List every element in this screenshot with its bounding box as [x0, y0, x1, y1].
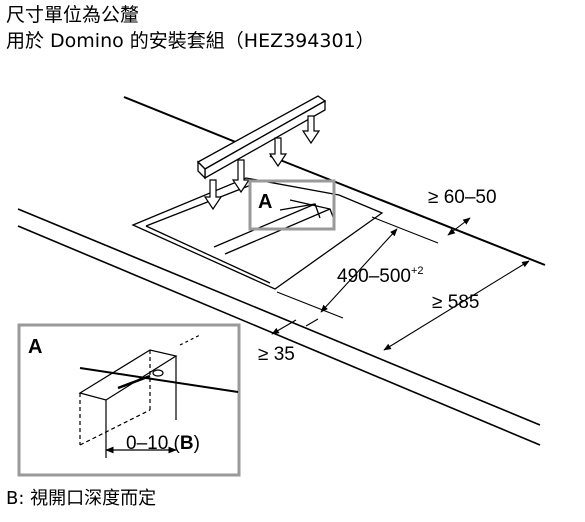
detail-label: A [28, 336, 43, 358]
detail-range-ref: B [179, 433, 194, 454]
detail-drawing [78, 334, 239, 458]
callout-label-main: A [258, 191, 273, 213]
detail-range-dimension: 0–10 (B) [126, 433, 200, 455]
worktop-rear-edge [123, 96, 546, 266]
footnote: B: 視開口深度而定 [6, 488, 157, 509]
worktop-front-edge [17, 208, 541, 446]
title-kit-name: 用於 Domino 的安裝套組（HEZ394301） [6, 30, 375, 52]
dimension-lines [271, 216, 530, 351]
callout-box-main [248, 179, 336, 231]
cutout-opening [131, 177, 384, 290]
dimension-front-clearance: ≥ 35 [258, 344, 295, 365]
dimension-rear-clearance: ≥ 60–50 [428, 187, 497, 208]
title-unit-note: 尺寸單位為公釐 [6, 4, 140, 26]
detail-range-close: ) [193, 433, 200, 454]
dimension-worktop-depth: ≥ 585 [432, 292, 480, 313]
detail-range-value: 0–10 ( [126, 433, 180, 454]
dimension-cutout-width: 490–500+2 [337, 260, 424, 288]
insertion-arrows [203, 115, 321, 211]
dimension-cutout-tolerance: +2 [410, 265, 424, 277]
dimension-cutout-value: 490–500 [337, 266, 411, 287]
mounting-rail [196, 95, 327, 180]
